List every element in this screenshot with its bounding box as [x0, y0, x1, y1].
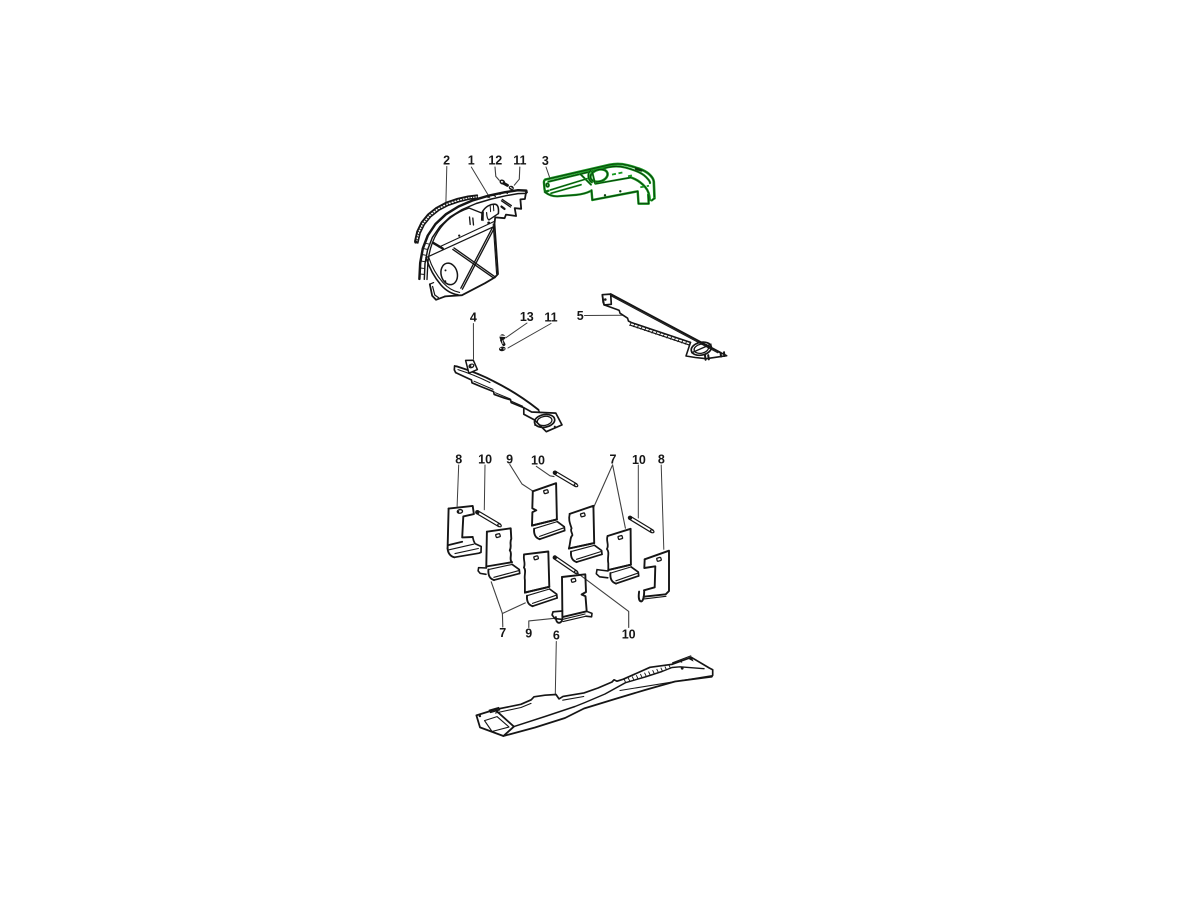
svg-text:12: 12	[488, 154, 502, 168]
svg-text:10: 10	[622, 627, 636, 641]
svg-text:11: 11	[544, 311, 557, 325]
svg-text:3: 3	[542, 154, 549, 168]
svg-text:8: 8	[658, 453, 665, 467]
svg-text:10: 10	[632, 453, 646, 467]
svg-text:5: 5	[577, 309, 584, 323]
svg-text:13: 13	[520, 310, 534, 324]
svg-text:2: 2	[443, 154, 450, 168]
svg-text:4: 4	[470, 310, 477, 324]
svg-text:7: 7	[499, 626, 506, 640]
svg-text:11: 11	[513, 154, 526, 168]
svg-text:9: 9	[506, 453, 513, 467]
svg-text:1: 1	[468, 154, 475, 168]
svg-text:7: 7	[610, 453, 617, 467]
svg-text:10: 10	[531, 454, 545, 468]
svg-text:9: 9	[525, 627, 532, 641]
svg-text:8: 8	[455, 453, 462, 467]
svg-text:6: 6	[553, 628, 560, 642]
svg-text:10: 10	[478, 453, 492, 467]
